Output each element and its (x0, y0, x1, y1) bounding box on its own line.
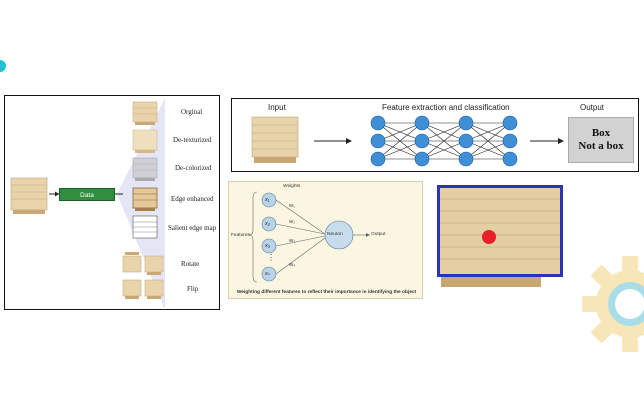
detection-graphic (437, 185, 563, 287)
network-node (414, 133, 430, 149)
input-xn-label: xₙ (265, 271, 270, 277)
label-flip: Flip (187, 285, 199, 293)
thumb-rotate (122, 252, 164, 275)
thumb-edge-enhanced (132, 187, 158, 211)
thumb-original (132, 101, 158, 125)
network-edge (465, 140, 511, 160)
network-edge (465, 122, 511, 142)
input-node-x2 (261, 216, 277, 232)
network-edge (465, 122, 511, 160)
feature-extraction-heading: Feature extraction and classification (382, 103, 510, 112)
thumb-detexturized (132, 129, 158, 153)
label-salient-edge-map: Salient edge map (168, 224, 217, 232)
network-node (370, 133, 386, 149)
features-label: Features (231, 233, 250, 238)
thumb-decolorized (132, 157, 158, 181)
label-decolorized: De-colorized (175, 164, 212, 172)
weights-label: Weights (283, 184, 301, 189)
network-node (458, 115, 474, 131)
neuron-node (324, 220, 354, 250)
input-crate-image (251, 116, 299, 163)
detected-crate-image (439, 187, 561, 275)
network-node (414, 115, 430, 131)
network-edge (421, 122, 467, 142)
network-node (414, 151, 430, 167)
output-box-label: Box (591, 127, 611, 139)
cnn-panel: Input Feature extraction and classificat… (231, 98, 639, 172)
label-original: Orginal (181, 108, 203, 116)
network-graphic (251, 115, 564, 167)
network-node (458, 133, 474, 149)
detection-panel (437, 185, 565, 291)
input-node-xn (261, 266, 277, 282)
source-crate-image (10, 177, 48, 214)
input-x1-label: x₁ (265, 197, 270, 203)
network-node (502, 133, 518, 149)
augmentation-panel: Data augmentation Orginal De-texturized … (4, 95, 220, 310)
neuron-label: Neuron (327, 232, 343, 237)
network-connections (377, 122, 511, 160)
vertical-ellipsis: ⋮ (267, 253, 275, 262)
thumb-salient-edge-map (132, 215, 158, 239)
neuron-edges (248, 191, 370, 283)
network-edge (377, 122, 423, 160)
output-box: Box Not a box (568, 117, 634, 163)
network-edge (377, 140, 423, 160)
label-rotate: Rotate (181, 260, 200, 268)
bounding-box (437, 185, 563, 277)
input-x2-label: x₂ (265, 221, 270, 227)
features-bracket (248, 191, 258, 283)
network-node (370, 115, 386, 131)
detection-center-point (482, 230, 496, 244)
gear-icon (582, 256, 644, 352)
input-heading: Input (268, 103, 286, 112)
input-node-x1 (261, 192, 277, 208)
weight-w1-label: W₁ (289, 203, 295, 208)
input-x3-label: x₃ (265, 243, 270, 249)
neuron-diagram (248, 191, 370, 283)
network-node (458, 151, 474, 167)
crate-slats (439, 198, 561, 260)
neuron-caption: Weighting different features to reflect … (236, 290, 417, 295)
input-node-x3 (261, 238, 277, 254)
label-edge-enhanced: Edge enhanced (171, 195, 214, 203)
network-nodes (370, 115, 518, 167)
thumb-flip (122, 279, 164, 299)
network-edge (421, 140, 467, 160)
output-heading: Output (580, 103, 605, 112)
label-detexturized: De-texturized (173, 136, 212, 144)
augmentation-graphic (10, 98, 165, 310)
network-edge (421, 122, 467, 160)
accent-dot (0, 60, 6, 72)
data-augmentation-button[interactable]: Data augmentation (59, 188, 115, 212)
output-label: Output (371, 232, 386, 237)
network-node (502, 151, 518, 167)
network-node (502, 115, 518, 131)
network-node (370, 151, 386, 167)
neuron-panel: Weights Features Neuron Output x₁ x₂ x₃ … (228, 181, 423, 299)
weight-w3-label: W₃ (289, 238, 296, 243)
weight-w4-label: W₄ (289, 262, 296, 267)
output-not-box-label: Not a box (578, 140, 624, 152)
weight-w2-label: W₂ (289, 219, 295, 224)
network-edge (377, 122, 423, 142)
crate-pallet (441, 275, 541, 287)
